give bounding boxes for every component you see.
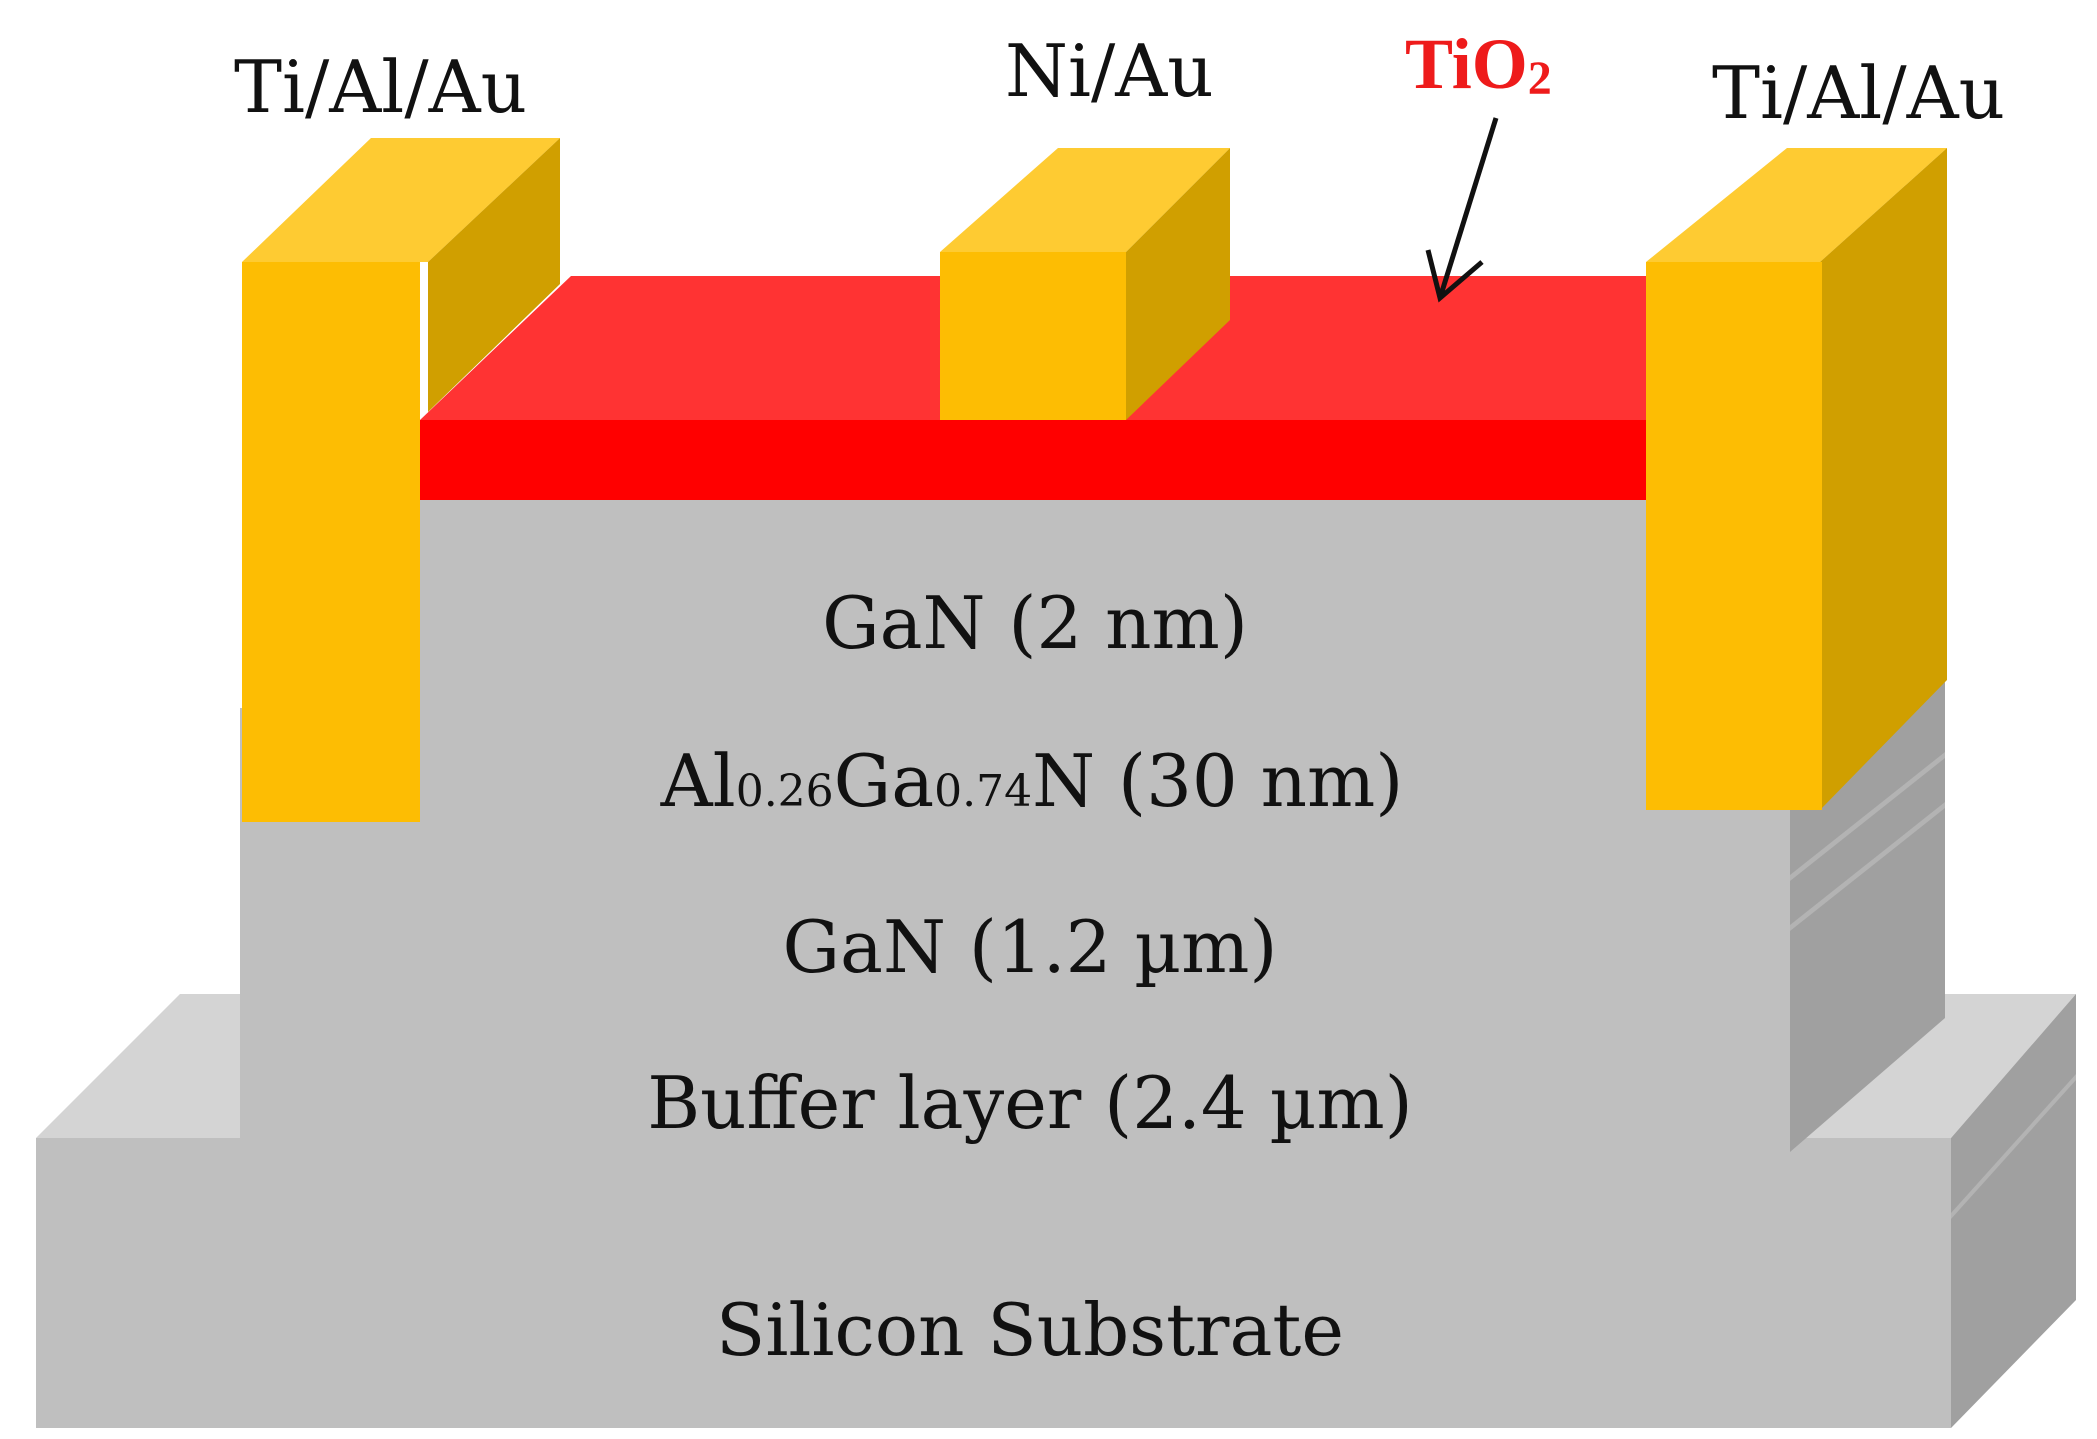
algan-al: Al [660,739,736,823]
left-contact-side-face [428,138,560,412]
buffer-layer-label: Buffer layer (2.4 µm) [647,1061,1413,1145]
tio2-arrow-shaft [1437,117,1499,299]
substrate-side-seam [1951,1074,2076,1219]
left-contact-front-face [242,262,420,822]
tio2-arrow [1425,117,1499,303]
stack-lower-front [240,708,1790,1152]
left-contact [242,138,560,822]
tio2-label: TiO2 [1405,24,1552,105]
gan-channel-label: GaN (1.2 µm) [783,905,1278,989]
stack-side-seam-upper [1790,752,1945,881]
gate-contact [940,148,1230,420]
algan-al-fraction: 0.26 [736,766,834,817]
right-contact-front-face [1646,262,1822,810]
algan-ga: Ga [834,739,934,823]
algan-barrier-label: Al0.26Ga0.74N (30 nm) [660,739,1404,823]
gate-contact-side-face [1126,148,1230,420]
tio2-label-base: TiO [1405,24,1528,104]
right-contact-side-face [1820,148,1947,810]
gate-contact-front-face [940,252,1126,420]
left-contact-top-face [242,138,560,262]
tio2-front-face [420,420,1648,500]
gate-contact-label: Ni/Au [1005,29,1214,113]
epitaxial-stack [240,498,1945,1152]
algan-ga-fraction: 0.74 [934,766,1032,817]
substrate-side-face [1951,994,2076,1428]
stack-upper-front [420,498,1650,710]
substrate-front-face [36,1138,1951,1428]
tio2-arrow-head [1425,249,1484,303]
tio2-layer [420,276,1648,500]
stack-side-seam-lower [1790,802,1945,931]
gate-contact-top-face [940,148,1230,252]
right-contact-label: Ti/Al/Au [1712,51,2005,135]
algan-tail: N (30 nm) [1032,739,1403,823]
right-contact [1646,148,1947,810]
tio2-label-subscript: 2 [1528,52,1552,105]
silicon-substrate-label: Silicon Substrate [716,1288,1344,1372]
right-contact-top-face [1646,148,1947,262]
gan-cap-label: GaN (2 nm) [822,581,1248,665]
left-contact-label: Ti/Al/Au [234,45,527,129]
